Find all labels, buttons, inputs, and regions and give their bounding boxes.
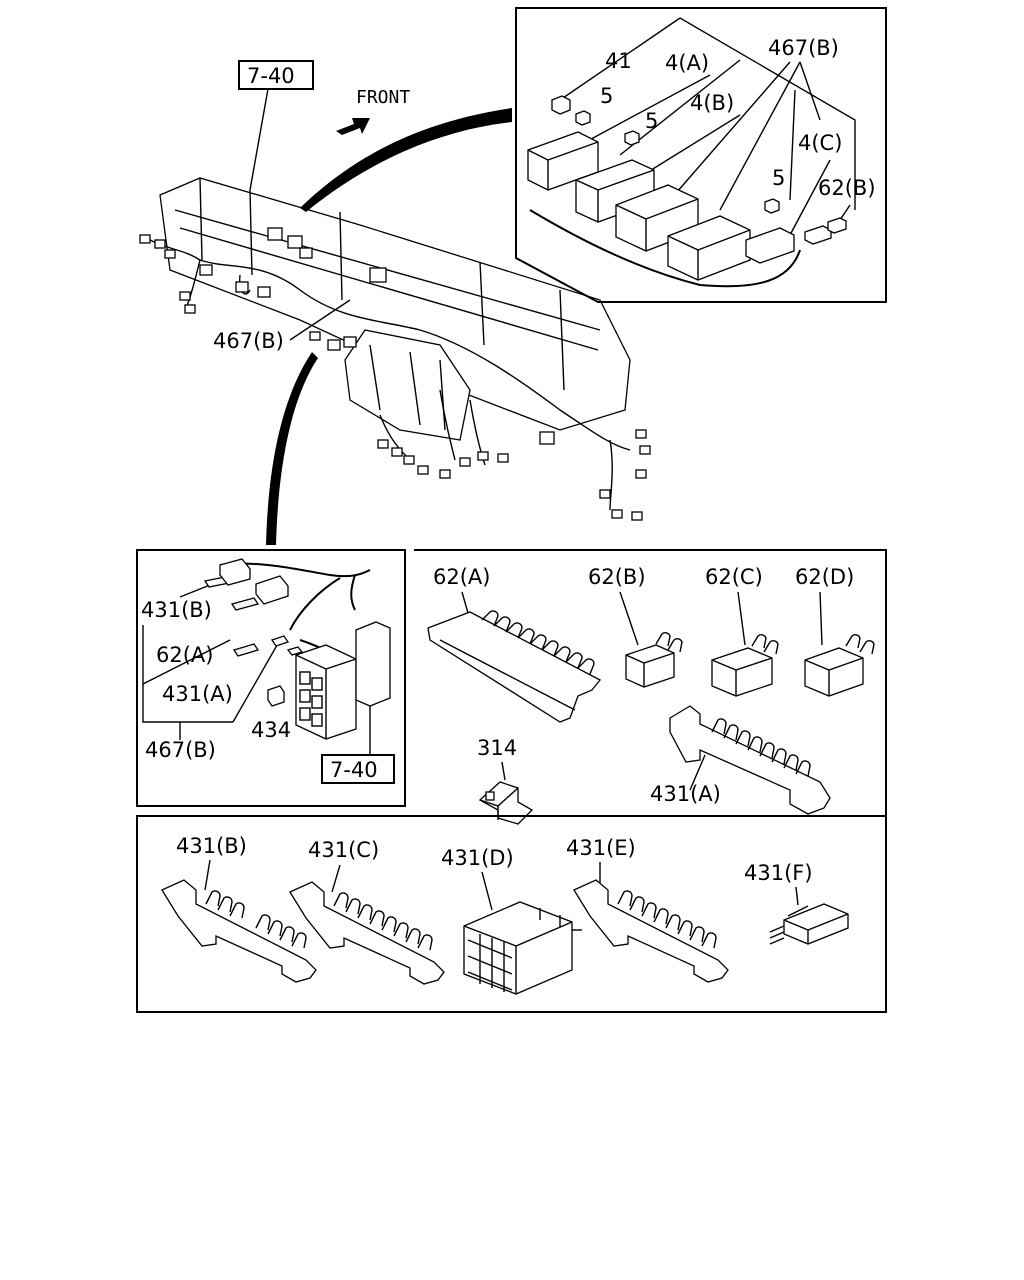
tr-label-41: 41 bbox=[605, 49, 632, 73]
part-62a bbox=[427, 610, 602, 723]
part-431a bbox=[669, 705, 831, 815]
leader-to-left-inset bbox=[266, 352, 318, 545]
ref-box-left bbox=[321, 754, 395, 784]
front-arrow-icon bbox=[336, 118, 370, 135]
ref-box-main bbox=[238, 60, 314, 90]
tr-label-5c: 5 bbox=[772, 166, 785, 190]
parts-panel: 62(A) 62(B) 62(C) 62(D) 314 431(A) bbox=[414, 549, 887, 825]
bp-label-431c: 431(C) bbox=[308, 838, 379, 862]
main-harness-view: 7-40 FRONT bbox=[139, 60, 651, 545]
top-right-inset: 41 5 4(A) 467(B) 5 4(B) 5 4(C) 62(B) bbox=[515, 7, 887, 303]
tr-label-467b: 467(B) bbox=[768, 36, 839, 60]
tr-label-5a: 5 bbox=[600, 84, 613, 108]
part-314 bbox=[478, 781, 534, 825]
tr-label-62b: 62(B) bbox=[818, 176, 876, 200]
part-62d bbox=[804, 634, 875, 697]
part-62c bbox=[711, 634, 779, 697]
left-inset: 431(B) 62(A) 431(A) 434 467(B) 7-40 bbox=[136, 549, 406, 807]
part-431f bbox=[769, 903, 849, 945]
bp-label-431e: 431(E) bbox=[566, 836, 636, 860]
part-431c bbox=[289, 881, 445, 985]
part-431d bbox=[463, 901, 582, 995]
main-label-467b: 467(B) bbox=[213, 329, 284, 353]
front-label: FRONT bbox=[356, 87, 410, 108]
pp-label-314: 314 bbox=[477, 736, 517, 760]
tr-label-4b: 4(B) bbox=[690, 91, 734, 115]
pp-label-62c: 62(C) bbox=[705, 565, 763, 589]
pp-label-62a: 62(A) bbox=[433, 565, 490, 589]
li-label-434: 434 bbox=[251, 718, 291, 742]
leader-to-top-inset bbox=[300, 108, 512, 212]
part-431b bbox=[161, 879, 317, 983]
part-62b bbox=[625, 632, 683, 688]
ref-box-left-label: 7-40 bbox=[330, 758, 378, 782]
bottom-panel: 431(B) 431(C) 431(D) 431(E) 431(F) bbox=[136, 815, 887, 1013]
li-label-431b: 431(B) bbox=[141, 598, 212, 622]
pp-label-62d: 62(D) bbox=[795, 565, 854, 589]
ref-box-main-label: 7-40 bbox=[247, 64, 295, 88]
bp-label-431f: 431(F) bbox=[744, 861, 813, 885]
pp-label-431a: 431(A) bbox=[650, 782, 721, 806]
bp-label-431b: 431(B) bbox=[176, 834, 247, 858]
tr-label-4c: 4(C) bbox=[798, 131, 842, 155]
pp-label-62b: 62(B) bbox=[588, 565, 646, 589]
li-label-467b: 467(B) bbox=[145, 738, 216, 762]
li-label-431a: 431(A) bbox=[162, 682, 233, 706]
part-431e bbox=[573, 879, 729, 983]
tr-label-4a: 4(A) bbox=[665, 51, 709, 75]
bp-label-431d: 431(D) bbox=[441, 846, 514, 870]
